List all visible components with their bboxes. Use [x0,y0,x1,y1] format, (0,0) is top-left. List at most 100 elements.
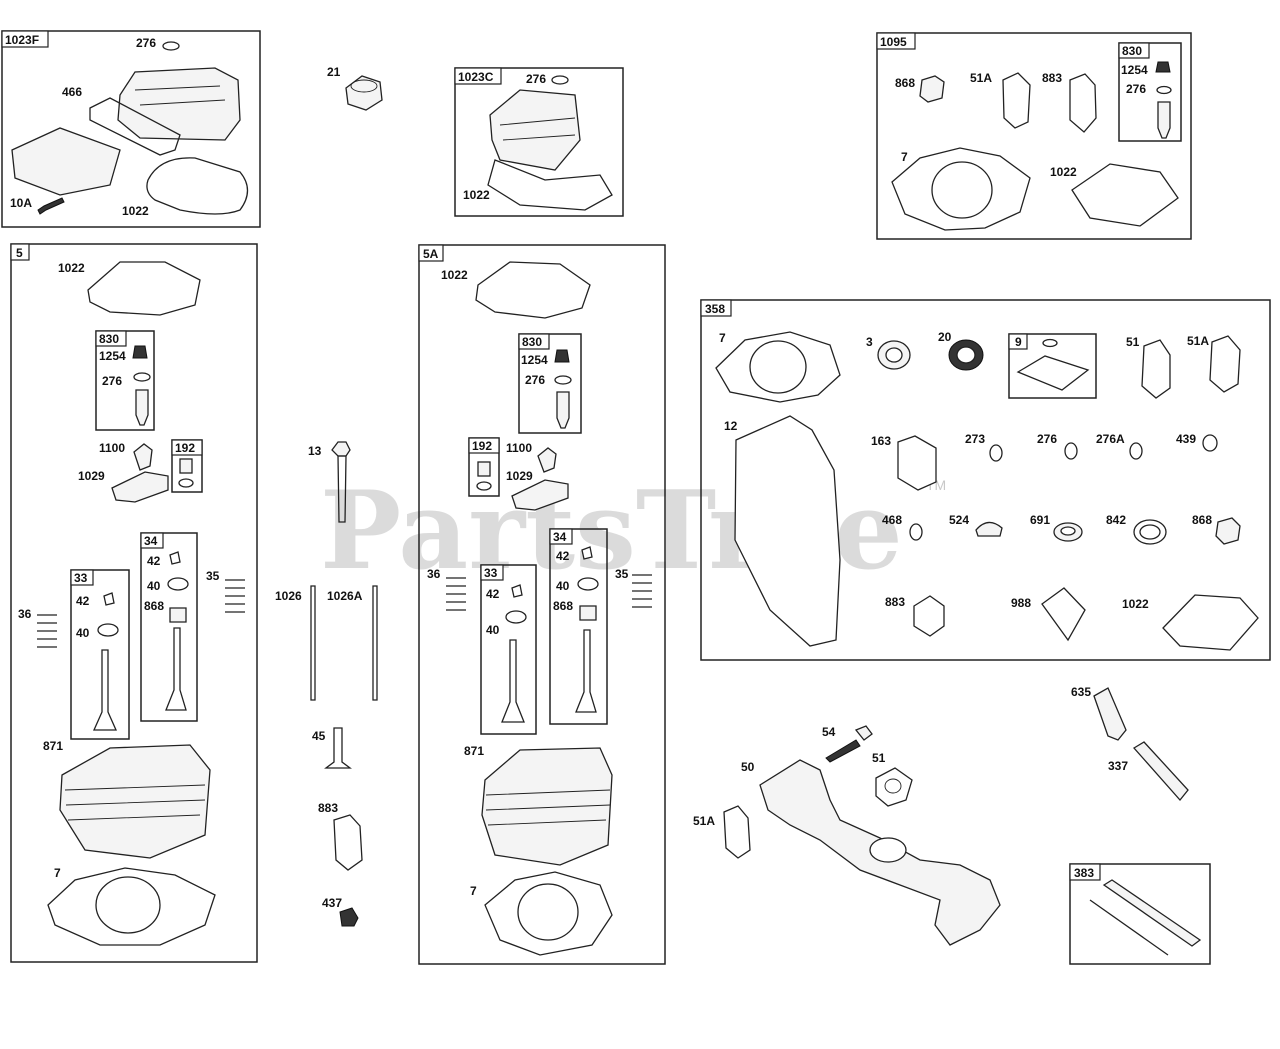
group-1023f-label: 1023F [5,33,39,47]
part-21-group: 21 [327,65,383,111]
part-label-1022: 1022 [122,204,149,218]
part-label-1026a: 1026A [327,589,363,603]
part-label-13: 13 [308,444,322,458]
group-192-label: 192 [175,441,195,455]
spark-plug-wrench-part [1102,879,1202,947]
group-1023c-label: 1023C [458,70,494,84]
part-label-1029: 1029 [78,469,105,483]
group-5a-label: 5A [423,247,439,261]
group-830-label: 830 [522,335,542,349]
group-1095-label: 1095 [880,35,907,49]
part-label-871: 871 [464,744,484,758]
part-label-276: 276 [136,36,156,50]
group-830-label: 830 [1122,44,1142,58]
group-34-label: 34 [144,534,158,548]
part-label-40: 40 [556,579,570,593]
part-label-524: 524 [949,513,969,527]
group-1023c: 1023C 276 1022 [454,67,624,217]
part-label-276: 276 [525,373,545,387]
part-label-988: 988 [1011,596,1031,610]
part-label-276: 276 [1126,82,1146,96]
part-label-439: 439 [1176,432,1196,446]
part-label-1022: 1022 [463,188,490,202]
group-383-label: 383 [1074,866,1094,880]
part-label-1022: 1022 [441,268,468,282]
part-label-20: 20 [938,330,952,344]
part-label-276a: 276A [1096,432,1125,446]
part-label-35: 35 [206,569,220,583]
part-label-163: 163 [871,434,891,448]
part-label-36: 36 [18,607,32,621]
part-label-883: 883 [318,801,338,815]
part-label-1022: 1022 [58,261,85,275]
part-label-50: 50 [741,760,755,774]
cylinder-head-part [481,747,613,866]
part-label-51a: 51A [693,814,715,828]
group-358: 358 7 3 20 9 51 51A 12 163 273 276 276A … [700,299,1271,661]
part-label-883: 883 [1042,71,1062,85]
group-358-label: 358 [705,302,725,316]
part-label-883: 883 [885,595,905,609]
part-label-276: 276 [526,72,546,86]
part-label-36: 36 [427,567,441,581]
part-label-1254: 1254 [99,349,126,363]
part-label-51a: 51A [970,71,992,85]
part-label-466: 466 [62,85,82,99]
part-label-40: 40 [147,579,161,593]
part-label-7: 7 [54,866,61,880]
valve-cover-part [489,89,581,171]
part-label-871: 871 [43,739,63,753]
group-9-label: 9 [1015,335,1022,349]
part-label-42: 42 [147,554,161,568]
part-label-468: 468 [882,513,902,527]
part-label-7: 7 [719,331,726,345]
part-label-1100: 1100 [506,441,532,455]
part-label-691: 691 [1030,513,1050,527]
part-label-276: 276 [102,374,122,388]
group-1023f: 1023F 276 466 10A 1022 [1,30,261,228]
part-label-45: 45 [312,729,326,743]
group-5: 5 1022 830 1254 276 1100 192 1029 34 42 … [10,243,258,963]
part-label-868: 868 [895,76,915,90]
group-5-label: 5 [16,246,23,260]
group-5a: 5A 1022 830 1254 276 192 1100 1029 34 42… [418,244,666,965]
part-label-12: 12 [724,419,738,433]
part-label-842: 842 [1106,513,1126,527]
part-label-35: 35 [615,567,629,581]
group-830-label: 830 [99,332,119,346]
part-label-51a: 51A [1187,334,1209,348]
part-label-1029: 1029 [506,469,533,483]
part-label-1022: 1022 [1122,597,1149,611]
group-33-label: 33 [484,566,498,580]
group-34-label: 34 [553,530,567,544]
group-383: 383 [1069,863,1211,965]
part-label-1026: 1026 [275,589,302,603]
part-label-51: 51 [872,751,886,765]
part-label-10a: 10A [10,196,32,210]
group-192-label: 192 [472,439,492,453]
part-label-868: 868 [1192,513,1212,527]
group-33-label: 33 [74,571,88,585]
part-label-868: 868 [144,599,164,613]
part-label-337: 337 [1108,759,1128,773]
part-label-1022: 1022 [1050,165,1077,179]
breather-part [11,127,121,196]
part-label-1100: 1100 [99,441,125,455]
intake-cluster: 54 51 50 51A 635 337 [693,685,1189,946]
part-label-635: 635 [1071,685,1091,699]
part-label-1254: 1254 [521,353,548,367]
part-label-3: 3 [866,335,873,349]
part-label-51: 51 [1126,335,1140,349]
part-label-42: 42 [486,587,500,601]
part-label-7: 7 [901,150,908,164]
part-label-273: 273 [965,432,985,446]
part-label-21: 21 [327,65,341,79]
part-label-437: 437 [322,896,342,910]
middle-parts: 13 1026 1026A 45 883 437 [275,441,378,927]
group-1095: 1095 868 51A 883 830 1254 276 7 1022 [876,32,1192,240]
spark-plug-part [1132,741,1189,802]
part-label-40: 40 [486,623,500,637]
part-label-54: 54 [822,725,836,739]
oil-fill-cap-part [345,75,383,111]
